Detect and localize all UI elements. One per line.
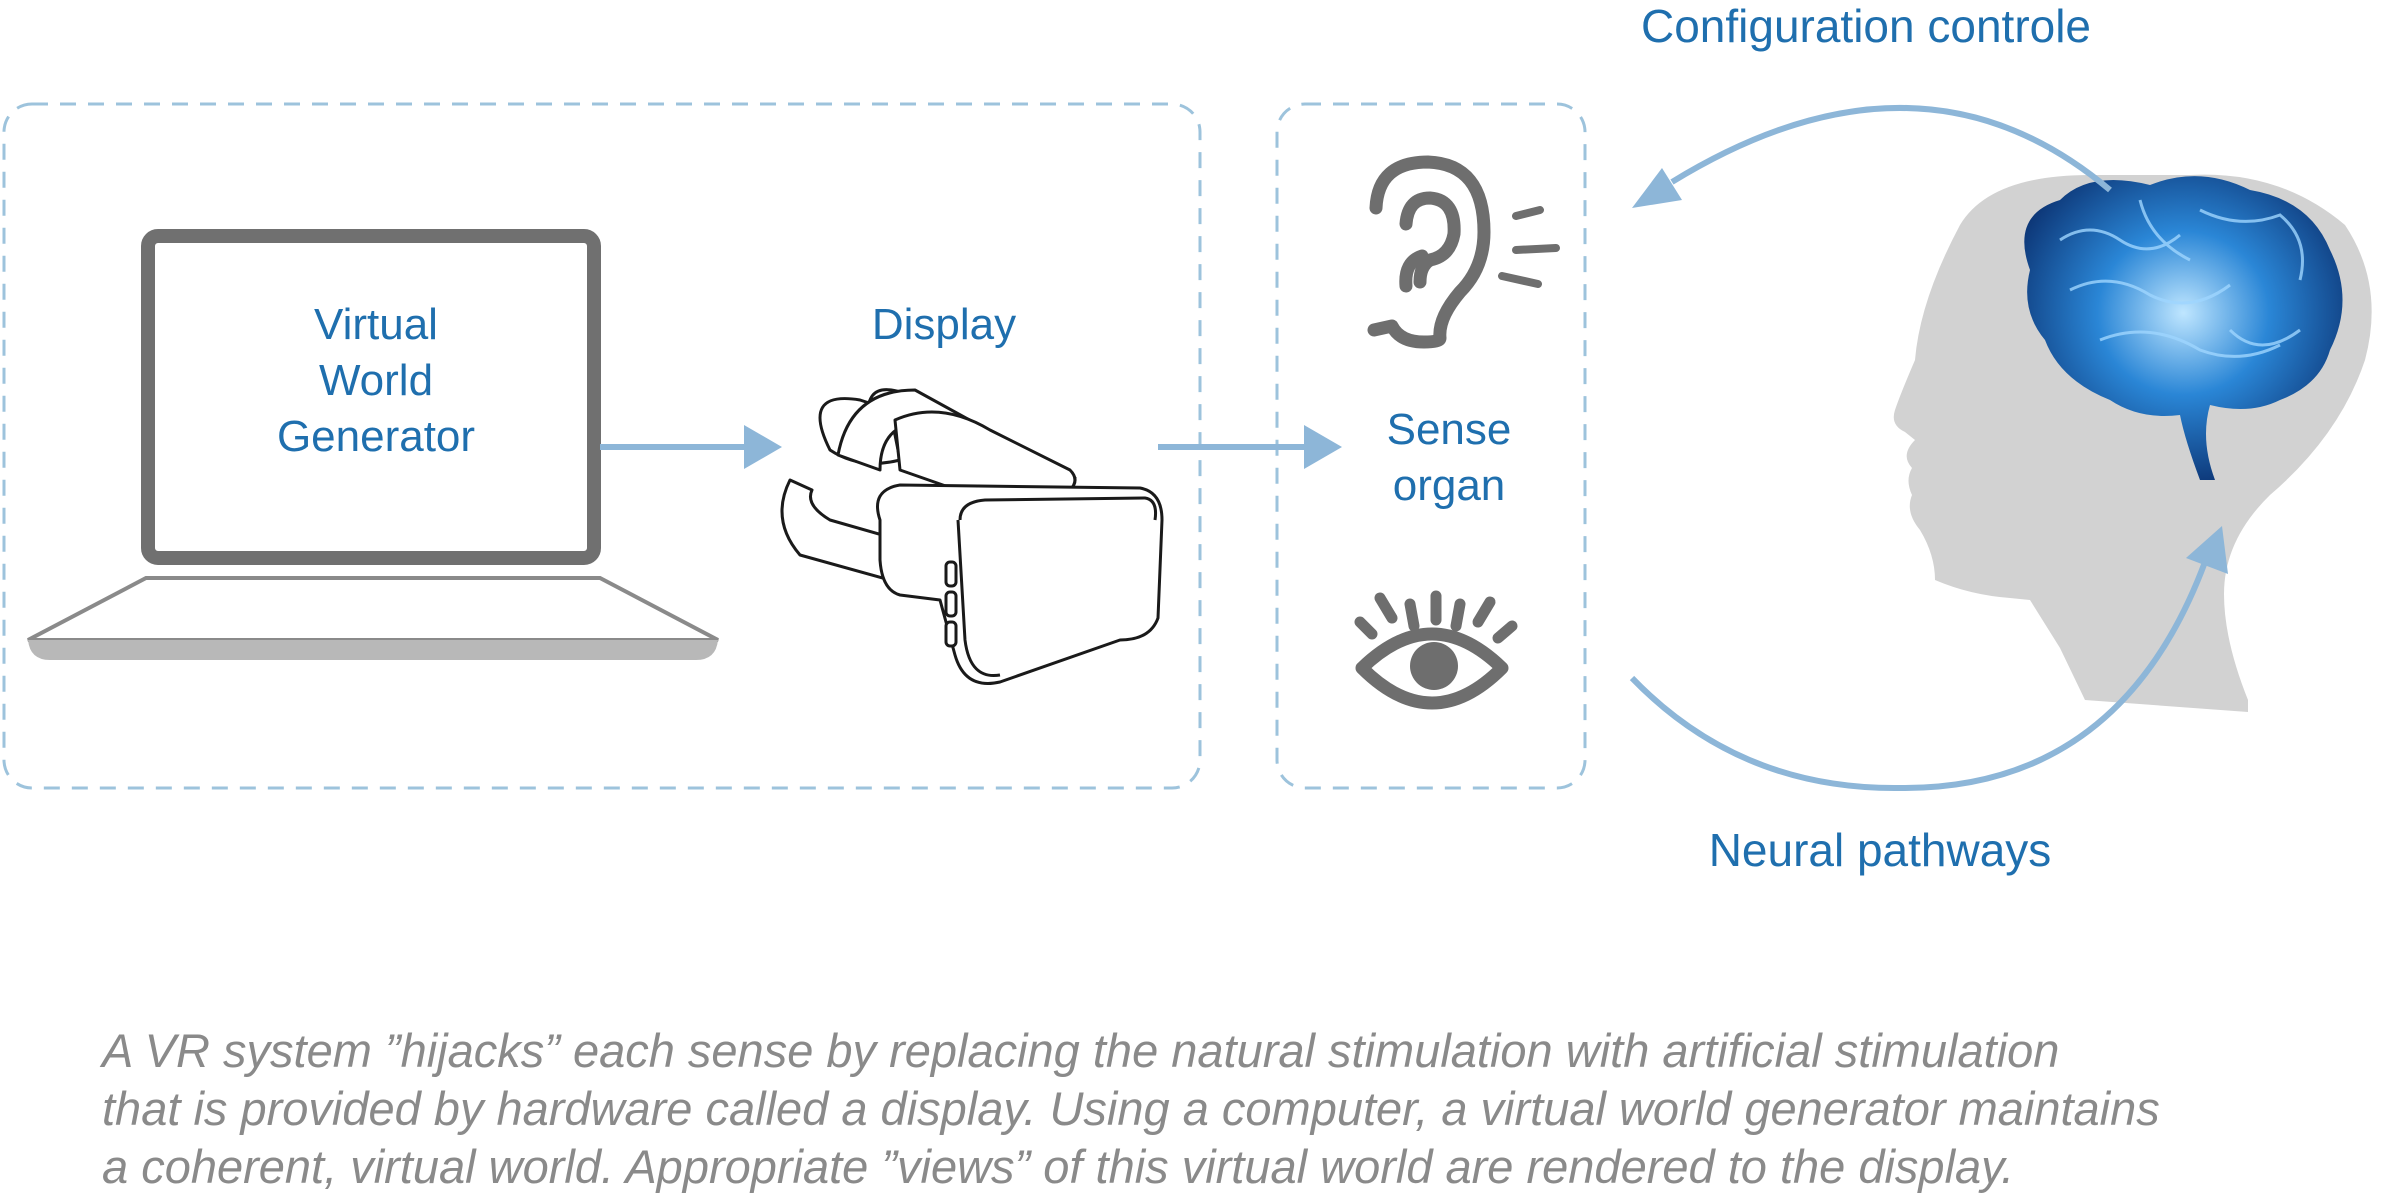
ear-icon [1367,155,1560,349]
arrow-configuration-control [1632,104,2112,208]
generator-label-line3: Generator [277,412,475,461]
eye-icon [1354,590,1518,710]
display-label: Display [872,300,1016,349]
sense-label-line1: Sense [1387,405,1512,454]
generator-label-line1: Virtual [314,300,438,349]
neural-pathways-label: Neural pathways [1709,824,2052,876]
caption-line-1: A VR system ”hijacks” each sense by repl… [102,1024,2060,1077]
arrow-display-to-sense-organ [1158,425,1342,469]
vr-headset-icon [780,388,1164,685]
caption-line-2: that is provided by hardware called a di… [102,1082,2160,1135]
brain-icon [2024,176,2343,480]
generator-label-line2: World [319,356,433,405]
caption: A VR system ”hijacks” each sense by repl… [102,1022,2362,1196]
arrow-generator-to-display [600,425,782,469]
arrow-neural-pathways [1629,526,2228,792]
caption-line-3: a coherent, virtual world. Appropriate ”… [102,1140,2015,1193]
laptop-icon [27,229,719,660]
configuration-label: Configuration controle [1641,0,2091,52]
sense-label-line2: organ [1393,461,1506,510]
